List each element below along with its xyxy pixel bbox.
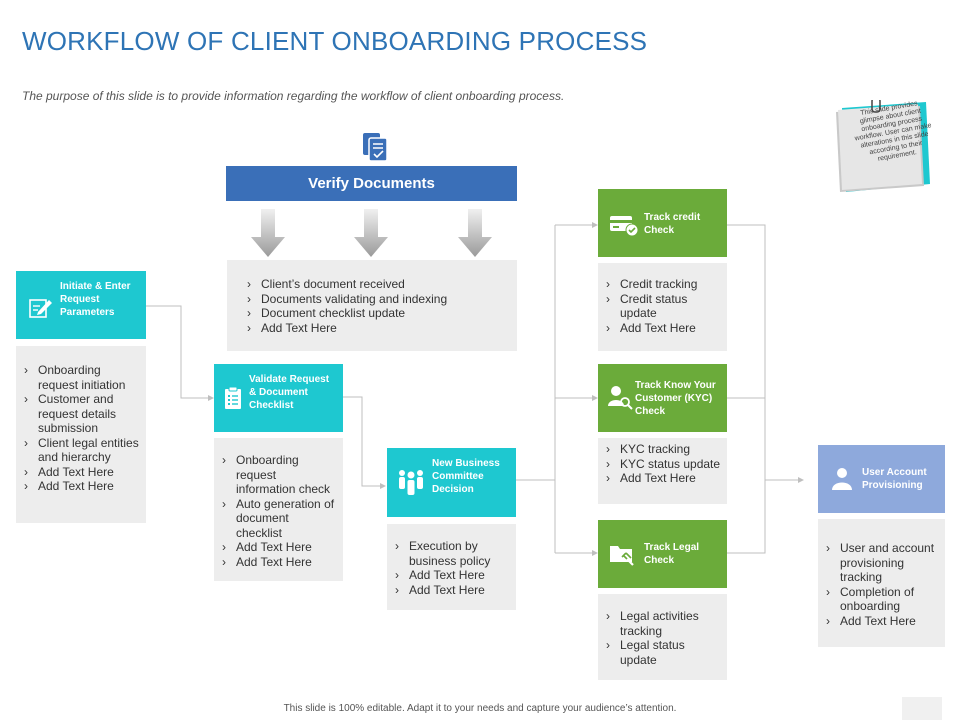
list-item: Credit tracking [606, 277, 721, 292]
list-item: Execution by business policy [395, 539, 510, 568]
list-item: Add Text Here [24, 465, 140, 480]
credit-details-panel: Credit tracking Credit status update Add… [598, 263, 727, 351]
initiate-step-label: Initiate & Enter Request Parameters [60, 281, 131, 318]
list-item: Onboarding request initiation [24, 363, 140, 392]
list-item: Document checklist update [247, 306, 511, 321]
list-item: KYC status update [606, 457, 721, 472]
user-icon [832, 468, 852, 490]
committee-step-header: New Business Committee Decision [387, 448, 516, 517]
edit-form-icon [29, 299, 52, 318]
kyc-details-panel: KYC tracking KYC status update Add Text … [598, 438, 727, 504]
provisioning-step-header: User Account Provisioning [818, 445, 945, 513]
legal-check-label: Track Legal Check [644, 542, 700, 566]
credit-card-check-icon [610, 216, 639, 237]
list-item: Client’s document received [247, 277, 511, 292]
kyc-check-label: Track Know Your Customer (KYC) Check [635, 380, 716, 417]
provisioning-step-label: User Account Provisioning [862, 467, 927, 491]
committee-items-list: Execution by business policy Add Text He… [395, 539, 510, 597]
list-item: Add Text Here [606, 321, 721, 336]
credit-check-header: Track credit Check [598, 189, 727, 257]
legal-details-panel: Legal activities tracking Legal status u… [598, 594, 727, 680]
validate-details-panel: Onboarding request information check Aut… [214, 438, 343, 581]
validate-items-list: Onboarding request information check Aut… [222, 453, 337, 569]
list-item: Add Text Here [222, 540, 337, 555]
provisioning-items-list: User and account provisioning tracking C… [826, 541, 939, 628]
list-item: Documents validating and indexing [247, 292, 511, 307]
down-arrow-icon [354, 209, 388, 257]
user-search-icon [608, 386, 633, 410]
footer-placeholder-box [902, 697, 942, 720]
list-item: Add Text Here [24, 479, 140, 494]
list-item: Auto generation of document checklist [222, 497, 337, 541]
list-item: Onboarding request information check [222, 453, 337, 497]
legal-check-header: Track Legal Check [598, 520, 727, 588]
initiate-details-panel: Onboarding request initiation Customer a… [16, 346, 146, 523]
down-arrow-icon [251, 209, 285, 257]
legal-items-list: Legal activities tracking Legal status u… [606, 609, 721, 667]
footer-text: This slide is 100% editable. Adapt it to… [283, 703, 677, 714]
provisioning-details-panel: User and account provisioning tracking C… [818, 519, 945, 647]
list-item: Legal status update [606, 638, 721, 667]
committee-step-label: New Business Committee Decision [432, 458, 500, 495]
list-item: Completion of onboarding [826, 585, 939, 614]
page-subtitle: The purpose of this slide is to provide … [22, 89, 565, 103]
kyc-check-header: Track Know Your Customer (KYC) Check [598, 364, 727, 432]
list-item: Add Text Here [606, 471, 721, 486]
credit-check-label: Track credit Check [644, 212, 701, 236]
list-item: User and account provisioning tracking [826, 541, 939, 585]
page-title: WORKFLOW OF CLIENT ONBOARDING PROCESS [22, 26, 648, 56]
sticky-note [836, 100, 930, 192]
list-item: Add Text Here [222, 555, 337, 570]
kyc-items-list: KYC tracking KYC status update Add Text … [606, 442, 721, 486]
list-item: Add Text Here [395, 583, 510, 598]
down-arrows [251, 209, 492, 257]
verify-items-list: Client’s document received Documents val… [247, 277, 511, 335]
list-item: KYC tracking [606, 442, 721, 457]
initiate-items-list: Onboarding request initiation Customer a… [24, 363, 140, 494]
validate-step-header: Validate Request & Document Checklist [214, 364, 343, 432]
committee-details-panel: Execution by business policy Add Text He… [387, 524, 516, 610]
team-group-icon [399, 470, 423, 495]
verify-documents-bar: Verify Documents [226, 166, 517, 201]
down-arrow-icon [458, 209, 492, 257]
list-item: Add Text Here [826, 614, 939, 629]
clipboard-checklist-icon [225, 386, 241, 409]
list-item: Customer and request details submission [24, 392, 140, 436]
validate-step-label: Validate Request & Document Checklist [249, 374, 330, 411]
list-item: Add Text Here [247, 321, 511, 336]
verify-details-panel: Client’s document received Documents val… [227, 260, 517, 351]
folder-legal-icon [610, 546, 634, 566]
list-item: Legal activities tracking [606, 609, 721, 638]
paperclip-icon [871, 100, 881, 113]
initiate-step-header: Initiate & Enter Request Parameters [16, 271, 146, 339]
list-item: Add Text Here [395, 568, 510, 583]
list-item: Credit status update [606, 292, 721, 321]
list-item: Client legal entities and hierarchy [24, 436, 140, 465]
credit-items-list: Credit tracking Credit status update Add… [606, 277, 721, 335]
documents-icon [363, 133, 388, 162]
